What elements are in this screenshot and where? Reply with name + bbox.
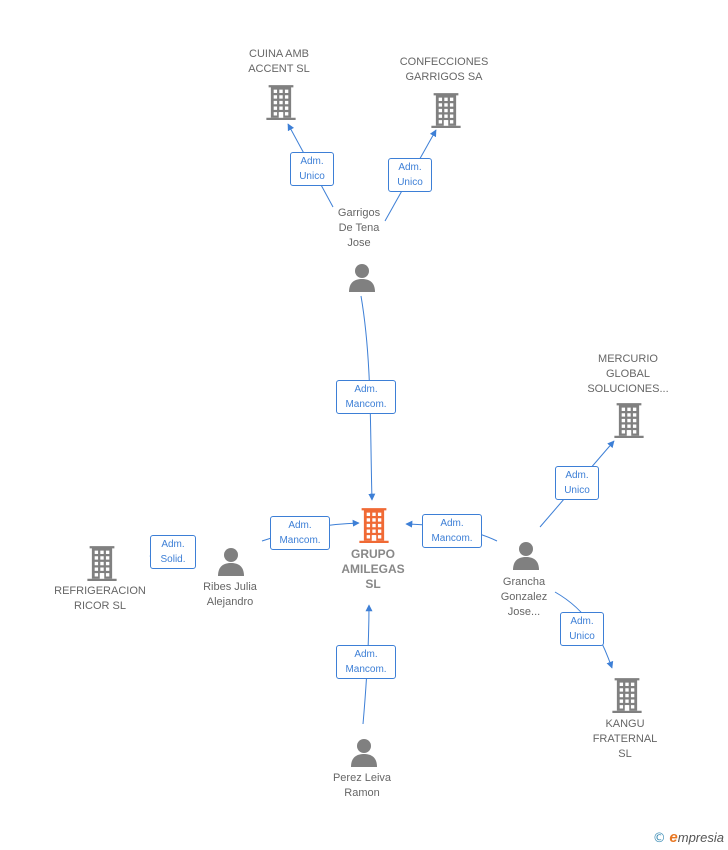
node-label[interactable]: GRUPO AMILEGAS SL [341, 546, 405, 591]
node-label[interactable]: Grancha Gonzalez Jose... [500, 575, 548, 618]
node-label[interactable]: CONFECCIONES GARRIGOS SA [399, 56, 489, 83]
edge-label-ribes-to-refrigeracion: Adm. Solid. [150, 535, 196, 569]
node-label[interactable]: CUINA AMB ACCENT SL [248, 48, 310, 75]
edge-label-garrigos-to-grupo: Adm. Mancom. [336, 380, 396, 414]
node-label[interactable]: Perez Leiva Ramon [332, 772, 392, 799]
empresia-logo-text: mpresia [677, 830, 724, 845]
person-icon[interactable] [347, 262, 377, 297]
empresia-logo-e: e [669, 829, 678, 846]
edge-label-grancha-to-mercurio: Adm. Unico [555, 466, 599, 500]
edge-label-perez-to-grupo: Adm. Mancom. [336, 645, 396, 679]
edge-label-garrigos-to-confecciones: Adm. Unico [388, 158, 432, 192]
empresia-credit[interactable]: © empresia [653, 829, 724, 846]
node-label[interactable]: KANGU FRATERNAL SL [592, 717, 658, 760]
building-icon[interactable] [85, 545, 119, 586]
copyright-icon: © [652, 831, 666, 846]
person-icon[interactable] [511, 540, 541, 575]
edge-label-ribes-to-grupo: Adm. Mancom. [270, 516, 330, 550]
person-icon[interactable] [349, 737, 379, 772]
node-label[interactable]: Ribes Julia Alejandro [203, 581, 257, 608]
building-icon[interactable] [610, 677, 644, 718]
edge-label-grancha-to-grupo: Adm. Mancom. [422, 514, 482, 548]
edge-label-garrigos-to-cuina: Adm. Unico [290, 152, 334, 186]
building-icon[interactable] [429, 92, 463, 133]
building-icon[interactable] [612, 402, 646, 443]
person-icon[interactable] [216, 546, 246, 581]
building-icon[interactable] [264, 84, 298, 125]
node-label[interactable]: Garrigos De Tena Jose [337, 206, 381, 249]
node-label[interactable]: REFRIGERACION RICOR SL [54, 585, 146, 612]
edge-label-grancha-to-kangu: Adm. Unico [560, 612, 604, 646]
building-icon[interactable] [357, 507, 391, 548]
node-label[interactable]: MERCURIO GLOBAL SOLUCIONES... [587, 352, 669, 395]
